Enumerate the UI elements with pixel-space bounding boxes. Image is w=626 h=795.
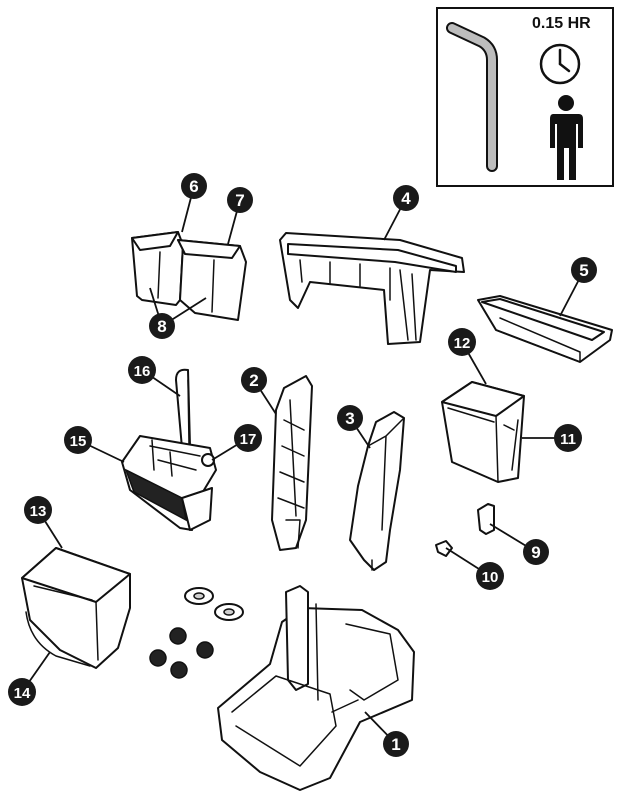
svg-text:17: 17 [240,431,257,448]
callout-3: 3 [337,405,363,431]
callout-13: 13 [24,496,52,524]
rectangular-tray-drawing [477,295,613,363]
svg-text:15: 15 [70,433,87,450]
callout-16: 16 [128,356,156,384]
allen-wrench-icon [446,22,498,172]
time-box: 0.15 HR [436,7,614,187]
small-fitting-drawing [435,540,453,557]
base-drawing [217,585,415,791]
casters-drawing [149,587,244,679]
bucket-pair-drawing [131,231,247,321]
callout-14: 14 [8,678,36,706]
callout-12: 12 [448,328,476,356]
wringer-drawing [121,368,217,531]
svg-text:12: 12 [454,335,471,352]
svg-text:11: 11 [560,431,576,448]
svg-text:3: 3 [345,409,354,428]
svg-text:8: 8 [157,317,166,336]
callout-15: 15 [64,426,92,454]
callout-10: 10 [476,562,504,590]
mop-bucket-drawing [21,547,131,669]
svg-text:5: 5 [579,261,588,280]
callout-8: 8 [149,313,175,339]
callout-9: 9 [523,539,549,565]
callout-11: 11 [554,424,582,452]
callout-7: 7 [227,187,253,213]
callouts: 1 2 3 4 5 6 7 8 [8,173,597,757]
time-label: 0.15 HR [532,15,591,32]
clock-icon [539,43,581,85]
clip-drawing [477,503,495,535]
right-upright-cover-drawing [349,411,405,571]
svg-text:13: 13 [30,503,47,520]
svg-text:14: 14 [14,685,31,702]
left-upright-frame-drawing [271,375,313,551]
callout-6: 6 [181,173,207,199]
svg-text:16: 16 [134,363,151,380]
side-bin-drawing [441,381,525,483]
callout-4: 4 [393,185,419,211]
svg-text:9: 9 [531,543,540,562]
callout-2: 2 [241,367,267,393]
callout-1: 1 [383,731,409,757]
svg-text:4: 4 [401,189,411,208]
svg-text:7: 7 [235,191,244,210]
svg-text:6: 6 [189,177,198,196]
svg-text:10: 10 [482,569,499,586]
callout-17: 17 [234,424,262,452]
svg-text:1: 1 [391,735,400,754]
top-tray-drawing [279,232,465,345]
person-icon [550,95,583,180]
callout-5: 5 [571,257,597,283]
svg-text:2: 2 [249,371,258,390]
